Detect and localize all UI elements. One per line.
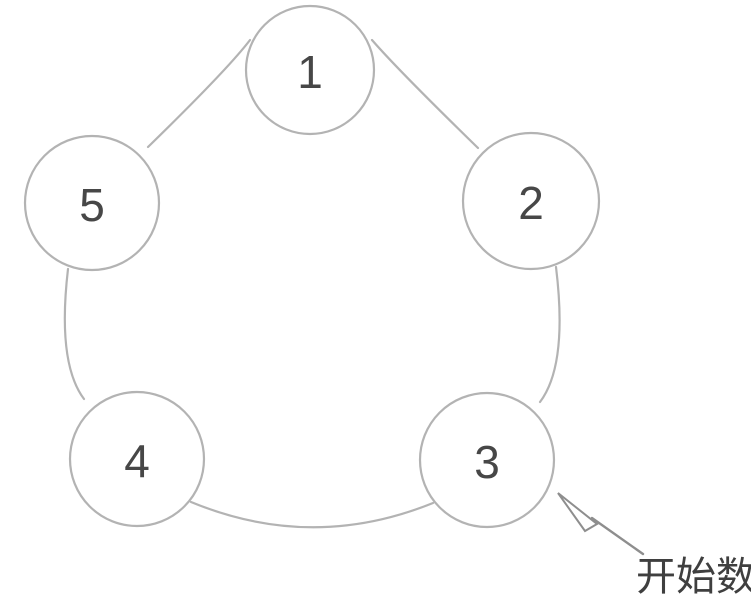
node-3-circle[interactable] — [418, 391, 556, 529]
node-1[interactable]: 1 — [244, 4, 376, 136]
pointer-arrowhead-icon — [557, 492, 599, 533]
edge-2-to-3 — [538, 265, 561, 404]
edge-group — [63, 38, 561, 529]
node-5-circle[interactable] — [23, 134, 161, 272]
edge-3-to-4 — [189, 500, 435, 529]
node-group: 1 2 3 4 5 — [23, 4, 601, 529]
node-4[interactable]: 4 — [68, 390, 206, 528]
edge-1-to-2 — [370, 38, 480, 150]
node-1-label: 1 — [297, 46, 323, 98]
edge-5-to-1 — [146, 38, 252, 149]
node-5[interactable]: 5 — [23, 134, 161, 272]
node-4-circle[interactable] — [68, 390, 206, 528]
node-4-label: 4 — [124, 435, 150, 487]
node-5-label: 5 — [79, 179, 105, 231]
annotation-label: 开始数 — [636, 554, 751, 600]
pointer-shaft — [590, 516, 645, 556]
node-1-circle[interactable] — [244, 4, 376, 136]
node-2-label: 2 — [518, 177, 544, 229]
node-3-label: 3 — [474, 436, 500, 488]
annotation-pointer — [557, 492, 645, 556]
node-3[interactable]: 3 — [418, 391, 556, 529]
edge-4-to-5 — [63, 267, 86, 401]
node-2[interactable]: 2 — [461, 131, 601, 271]
node-2-circle[interactable] — [461, 131, 601, 271]
